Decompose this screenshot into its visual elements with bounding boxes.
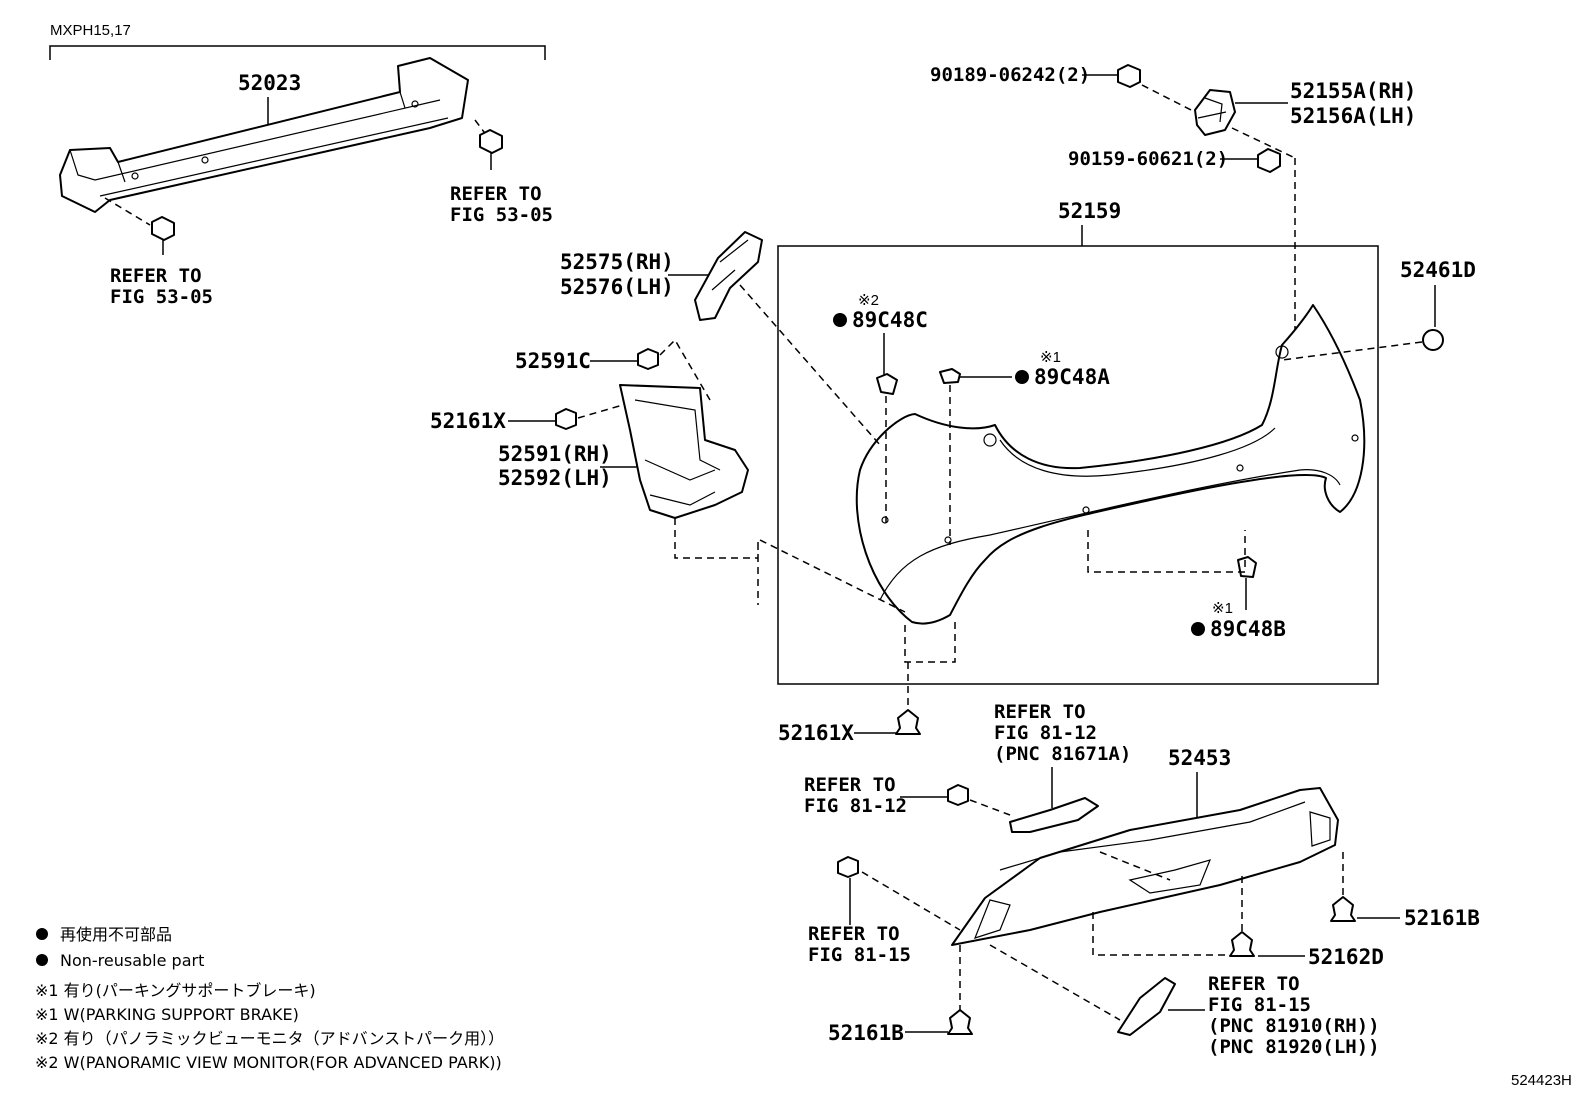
clip-52461d[interactable]	[1422, 329, 1444, 351]
clip-52161x-bottom[interactable]	[895, 709, 921, 735]
retainer-bracket[interactable]	[1194, 89, 1236, 136]
refer-81-12-pnc-3[interactable]: (PNC 81671A)	[994, 743, 1131, 765]
refer-81-15-pnc-4[interactable]: (PNC 81920(LH))	[1208, 1036, 1380, 1058]
legend-note1-jp: ※1 有り(パーキングサポートブレーキ)	[35, 981, 316, 1000]
mark-m1-b: ※1	[1212, 600, 1233, 617]
mark-m2-c: ※2	[858, 292, 879, 309]
refer-81-15-pnc-3[interactable]: (PNC 81910(RH))	[1208, 1015, 1380, 1037]
part-52156a[interactable]: 52156A(LH)	[1290, 104, 1416, 128]
part-52023[interactable]: 52023	[238, 71, 301, 95]
bolt-icon	[1117, 64, 1141, 88]
part-52575[interactable]: 52575(RH)	[560, 250, 674, 274]
part-52576[interactable]: 52576(LH)	[560, 275, 674, 299]
refer-53-right-1[interactable]: REFER TO	[450, 183, 542, 205]
part-89c48b[interactable]: 89C48B	[1210, 617, 1286, 641]
reflector-81671a[interactable]	[1009, 797, 1099, 833]
legend-en-nonreusable: Non-reusable part	[60, 951, 204, 970]
part-52453[interactable]: 52453	[1168, 746, 1231, 770]
part-90159[interactable]: 90159-60621(2)	[1068, 148, 1228, 170]
refer-81-12-1[interactable]: REFER TO	[804, 774, 896, 796]
part-52155a[interactable]: 52155A(RH)	[1290, 79, 1416, 103]
part-52161b-right[interactable]: 52161B	[1404, 906, 1480, 930]
refer-81-15-pnc-1[interactable]: REFER TO	[1208, 973, 1300, 995]
part-89c48c[interactable]: 89C48C	[852, 308, 928, 332]
part-89c48a[interactable]: 89C48A	[1034, 365, 1110, 389]
part-52461d[interactable]: 52461D	[1400, 258, 1476, 282]
refer-81-15-1[interactable]: REFER TO	[808, 923, 900, 945]
legend-note1-en: ※1 W(PARKING SUPPORT BRAKE)	[35, 1005, 299, 1024]
part-52161x-bottom[interactable]: 52161X	[778, 721, 854, 745]
part-52591c[interactable]: 52591C	[515, 349, 591, 373]
refer-81-15-2[interactable]: FIG 81-15	[808, 944, 911, 966]
mark-m1-a: ※1	[1040, 349, 1061, 366]
variant-bracket	[49, 45, 546, 60]
bolt-icon	[947, 784, 969, 806]
variant-label: MXPH15,17	[50, 22, 131, 39]
legend-dot	[36, 954, 48, 966]
refer-81-12-pnc-1[interactable]: REFER TO	[994, 701, 1086, 723]
refer-81-12-pnc-2[interactable]: FIG 81-12	[994, 722, 1097, 744]
refer-53-right-2[interactable]: FIG 53-05	[450, 204, 553, 226]
sensor-holder-a[interactable]	[939, 368, 961, 384]
refer-53-left-1[interactable]: REFER TO	[110, 265, 202, 287]
part-52162d[interactable]: 52162D	[1308, 945, 1384, 969]
clip-52161b-right[interactable]	[1330, 896, 1356, 922]
bolt-icon	[837, 856, 859, 878]
nonreusable-dot	[1015, 370, 1029, 384]
sensor-holder-c[interactable]	[876, 373, 898, 395]
legend-note2-jp: ※2 有り（パノラミックビューモニタ（アドバンストパーク用））	[35, 1029, 504, 1048]
part-52161x-top[interactable]: 52161X	[430, 409, 506, 433]
nonreusable-dot	[1191, 622, 1205, 636]
part-52592[interactable]: 52592(LH)	[498, 466, 612, 490]
legend-jp-nonreusable: 再使用不可部品	[60, 925, 172, 944]
clip-52591c[interactable]	[637, 348, 659, 370]
side-bracket[interactable]	[694, 231, 763, 321]
refer-53-left-2[interactable]: FIG 53-05	[110, 286, 213, 308]
clip-52161x[interactable]	[555, 408, 577, 430]
nonreusable-dot	[833, 313, 847, 327]
bumper-cover[interactable]	[855, 304, 1366, 625]
bumper-group-box	[777, 245, 1379, 685]
side-spacer[interactable]	[619, 384, 749, 519]
legend-note2-en: ※2 W(PANORAMIC VIEW MONITOR(FOR ADVANCED…	[35, 1053, 502, 1072]
refer-81-15-pnc-2[interactable]: FIG 81-15	[1208, 994, 1311, 1016]
legend-dot	[36, 928, 48, 940]
nut-icon	[1257, 148, 1281, 173]
part-52161b-bottom[interactable]: 52161B	[828, 1021, 904, 1045]
part-90189[interactable]: 90189-06242(2)	[930, 64, 1090, 86]
reinforcement-beam[interactable]	[59, 57, 469, 213]
refer-81-12-2[interactable]: FIG 81-12	[804, 795, 907, 817]
clip-52161b-bottom[interactable]	[947, 1009, 973, 1035]
clip-52162d[interactable]	[1229, 931, 1255, 957]
part-52591[interactable]: 52591(RH)	[498, 442, 612, 466]
bolt-icon	[151, 216, 175, 255]
lower-cover[interactable]	[951, 787, 1339, 946]
side-reflector[interactable]	[1117, 977, 1176, 1036]
figure-id: 524423H	[1511, 1072, 1572, 1089]
bolt-icon	[479, 129, 503, 170]
sensor-holder-b[interactable]	[1237, 556, 1257, 578]
part-52159[interactable]: 52159	[1058, 199, 1121, 223]
